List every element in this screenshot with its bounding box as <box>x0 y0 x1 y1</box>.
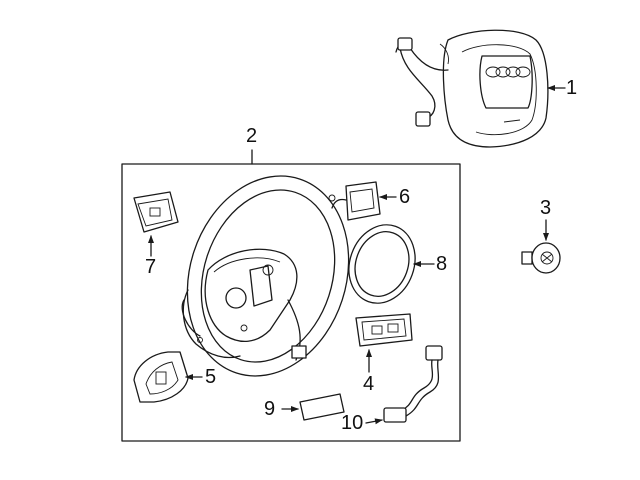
harness-part-10 <box>383 345 443 423</box>
switch-part-6 <box>328 181 381 221</box>
ring-part-8 <box>348 224 416 304</box>
callout-2: 2 <box>246 125 258 147</box>
callout-10: 10 <box>341 412 364 434</box>
callout-9: 9 <box>264 398 276 420</box>
bolt <box>521 242 561 274</box>
callout-5: 5 <box>205 366 217 388</box>
callout-6: 6 <box>399 186 411 208</box>
switch-part-4 <box>355 313 413 347</box>
callout-3: 3 <box>540 197 552 219</box>
airbag-module <box>395 29 549 148</box>
callout-1: 1 <box>566 77 578 99</box>
callout-4: 4 <box>363 373 375 395</box>
switch-part-7 <box>133 191 179 233</box>
trim-part-9 <box>299 393 345 421</box>
callout-7: 7 <box>145 256 157 278</box>
switch-part-5 <box>133 351 189 403</box>
callout-8: 8 <box>436 253 448 275</box>
callout-10-leader <box>365 418 383 425</box>
steering-wheel <box>181 175 350 377</box>
assembly-frame <box>121 163 461 442</box>
